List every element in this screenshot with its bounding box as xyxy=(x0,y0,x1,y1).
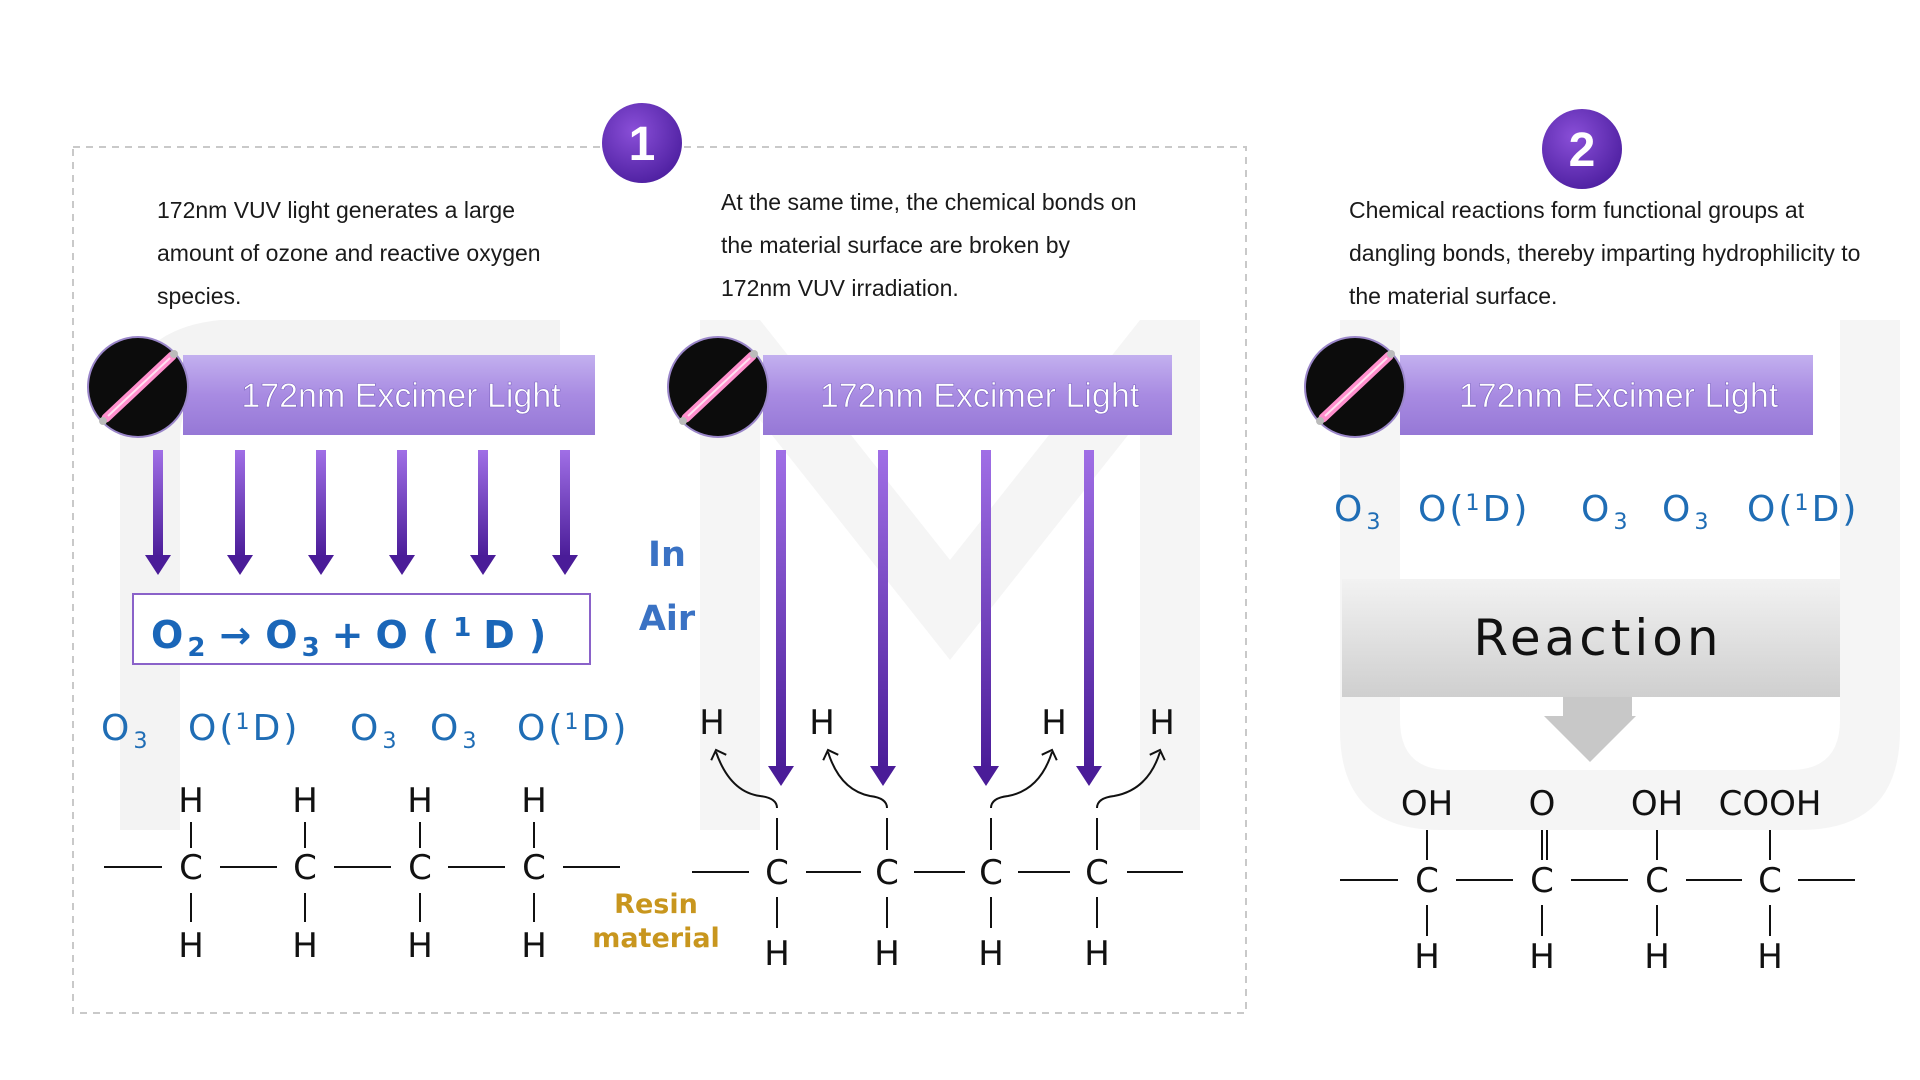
description-bonds: At the same time, the chemical bonds on … xyxy=(721,189,1137,301)
hydrogen-atom: H xyxy=(874,934,900,974)
arrow-tip xyxy=(710,748,727,761)
uv-arrow xyxy=(973,450,999,786)
uv-arrow xyxy=(145,450,171,575)
species-o1d: O(1D) xyxy=(1418,489,1527,530)
description-ozone: 172nm VUV light generates a large amount… xyxy=(157,197,541,309)
lamp-tube-icon xyxy=(87,336,189,438)
carbon-atom: C xyxy=(1645,861,1669,901)
hydrogen-atom: H xyxy=(407,926,433,966)
hydrogen-atom: H xyxy=(1529,937,1555,977)
hydrogen-atom: H xyxy=(407,781,433,821)
carbon-atom: C xyxy=(179,848,203,888)
uv-arrow xyxy=(389,450,415,575)
hydrogen-atom: H xyxy=(292,926,318,966)
carbon-atom: C xyxy=(1758,861,1782,901)
hydrogen-atom: H xyxy=(178,781,204,821)
excimer-lamp-3: 172nm Excimer Light xyxy=(1304,336,1813,438)
hydrogen-atom: H xyxy=(699,703,725,743)
hydrogen-atom: H xyxy=(521,926,547,966)
hydrogen-atom: H xyxy=(178,926,204,966)
functional-group: COOH xyxy=(1719,784,1822,824)
uv-arrow xyxy=(552,450,578,575)
carbon-atom: C xyxy=(1530,861,1554,901)
hydrogen-atom: H xyxy=(292,781,318,821)
bond-break-arrow xyxy=(990,751,1053,809)
bond-break-arrow xyxy=(827,751,888,809)
excimer-lamp-2: 172nm Excimer Light xyxy=(667,336,1172,438)
equation-box xyxy=(132,593,591,665)
resin-line2: material xyxy=(592,923,720,954)
arrow-tip xyxy=(1041,748,1058,761)
resin-line1: Resin xyxy=(614,889,698,920)
hydrogen-atom: H xyxy=(1757,937,1783,977)
species-o1d: O(1D) xyxy=(517,708,626,749)
lamp-tube-icon xyxy=(1304,336,1406,438)
species-o1d: O(1D) xyxy=(188,708,297,749)
carbon-atom: C xyxy=(293,848,317,888)
hydrogen-atom: H xyxy=(1041,703,1067,743)
uv-arrow xyxy=(227,450,253,575)
hydrogen-atom: H xyxy=(1084,934,1110,974)
functional-group: O xyxy=(1529,784,1556,824)
functional-group: OH xyxy=(1631,784,1683,824)
hydrogen-atom: H xyxy=(1414,937,1440,977)
carbon-atom: C xyxy=(1415,861,1439,901)
uv-arrow xyxy=(308,450,334,575)
step-number-2: 2 xyxy=(1569,124,1596,177)
hydrogen-atom: H xyxy=(521,781,547,821)
hydrogen-atom: H xyxy=(978,934,1004,974)
arrow-tip xyxy=(822,748,839,761)
bond-break-arrow xyxy=(1096,751,1161,809)
reaction-label: Reaction xyxy=(1473,609,1722,667)
uv-arrow xyxy=(870,450,896,786)
carbon-atom: C xyxy=(408,848,432,888)
reaction-down-arrow xyxy=(1544,697,1636,762)
carbon-atom: C xyxy=(765,853,789,893)
hydrogen-atom: H xyxy=(764,934,790,974)
step-badge-2: 2 xyxy=(1542,109,1622,189)
arrow-tip xyxy=(1149,748,1166,761)
species-o1d: O(1D) xyxy=(1747,489,1856,530)
description-functional: Chemical reactions form functional group… xyxy=(1349,197,1861,309)
reaction-box: Reaction xyxy=(1342,579,1840,697)
lamp-label: 172nm Excimer Light xyxy=(820,377,1140,415)
carbon-atom: C xyxy=(1085,853,1109,893)
carbon-atom: C xyxy=(979,853,1003,893)
step-badge-1: 1 xyxy=(602,103,682,183)
in-air-line2: Air xyxy=(639,599,696,639)
bond-break-arrow xyxy=(715,751,778,809)
excimer-lamp-1: 172nm Excimer Light xyxy=(87,336,595,438)
carbon-atom: C xyxy=(522,848,546,888)
hydrogen-atom: H xyxy=(1644,937,1670,977)
hydrogen-atom: H xyxy=(809,703,835,743)
uv-arrow xyxy=(470,450,496,575)
carbon-atom: C xyxy=(875,853,899,893)
in-air-line1: In xyxy=(648,535,686,575)
lamp-label: 172nm Excimer Light xyxy=(241,377,561,415)
uv-arrow xyxy=(768,450,794,786)
uv-arrow xyxy=(1076,450,1102,786)
lamp-label: 172nm Excimer Light xyxy=(1459,377,1779,415)
functional-group: OH xyxy=(1401,784,1453,824)
step-number-1: 1 xyxy=(629,118,656,171)
hydrogen-atom: H xyxy=(1149,703,1175,743)
lamp-tube-icon xyxy=(667,336,769,438)
